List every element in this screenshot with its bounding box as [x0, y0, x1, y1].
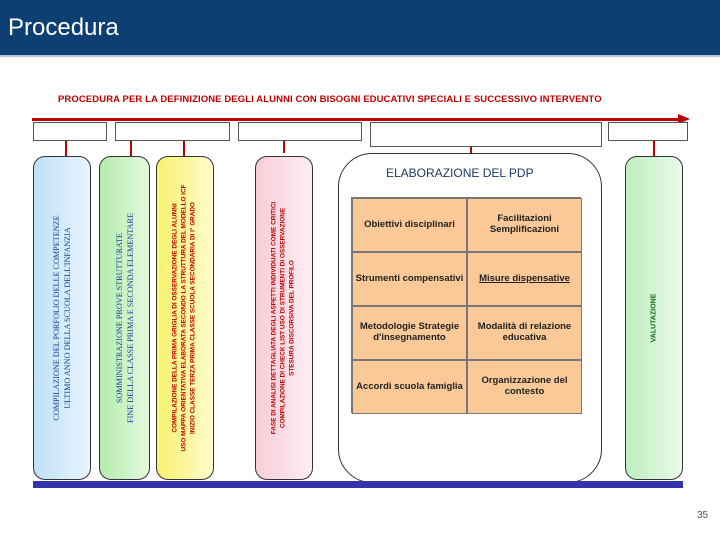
stage-column-structured-tests: SOMMINISTRAZIONE PROVE STRUTTURATE FINE … — [99, 156, 150, 480]
column-text-line: STESURA DISCORSIVA DEL PROFILO — [288, 260, 296, 376]
diagram-title: PROCEDURA PER LA DEFINIZIONE DEGLI ALUNN… — [58, 94, 602, 105]
column-text-line: COMPILAZIONE DEL PORFOLIO DELLE COMPETEN… — [51, 215, 61, 421]
connector-tick — [130, 141, 132, 156]
slide-title: Procedura — [8, 14, 119, 41]
stage-column-infancy: COMPILAZIONE DEL PORFOLIO DELLE COMPETEN… — [33, 156, 91, 480]
pdp-cell: Strumenti compensativi — [352, 252, 467, 306]
timeline-box-3 — [238, 122, 362, 141]
column-text-line: ULTIMO ANNO DELLA SCUOLA DELL'INFANZIA — [63, 227, 72, 409]
stage-column-detailed-analysis: FASE DI ANALISI DETTAGLIATA DEGLI ASPETT… — [255, 156, 313, 480]
connector-tick — [183, 141, 185, 156]
slide-header: Procedura — [0, 0, 720, 55]
column-text-line: VALUTAZIONE — [650, 293, 658, 343]
connector-tick — [283, 141, 285, 153]
timeline-arrow-line — [32, 118, 680, 121]
column-text-line: INIZIO CLASSE TERZA PRIMA CLASSE SCUOLA … — [189, 201, 197, 435]
pdp-cell-text: Misure dispensative — [479, 272, 570, 284]
pdp-cell-text: Strumenti compensativi — [355, 272, 464, 284]
base-bar — [33, 481, 683, 488]
column-text-line: USO MAPPA ORIENTATIVA ELABORATA SECONDO … — [180, 184, 188, 452]
pdp-grid: Obiettivi disciplinari Facilitazioni Sem… — [351, 197, 582, 414]
timeline-box-4 — [370, 122, 602, 147]
column-text-line: SOMMINISTRAZIONE PROVE STRUTTURATE — [114, 232, 124, 404]
connector-tick — [653, 141, 655, 156]
pdp-cell: Accordi scuola famiglia — [352, 360, 467, 414]
timeline-box-5 — [608, 122, 688, 141]
column-text-line: COMPILAZIONE DELLA PRIMA GRIGLIA DI OSSE… — [171, 203, 179, 433]
timeline-box-2 — [115, 122, 230, 141]
column-text-line: FASE DI ANALISI DETTAGLIATA DEGLI ASPETT… — [270, 201, 278, 435]
column-text-line: COMPILAZIONE DI CHECK LIST USO DI STRUME… — [279, 207, 287, 429]
pdp-cell: Metodologie Strategie d'insegnamento — [352, 306, 467, 360]
pdp-cell: Organizzazione del contesto — [467, 360, 582, 414]
pdp-cell: Facilitazioni Semplificazioni — [467, 198, 582, 252]
stage-column-observation-grid: COMPILAZIONE DELLA PRIMA GRIGLIA DI OSSE… — [156, 156, 214, 480]
column-text-line: FINE DELLA CLASSE PRIMA E SECONDA ELEMEN… — [125, 213, 135, 423]
pdp-cell: Misure dispensative — [467, 252, 582, 306]
pdp-cell: Obiettivi disciplinari — [352, 198, 467, 252]
connector-tick — [65, 141, 67, 156]
pdp-cell: Modalità di relazione educativa — [467, 306, 582, 360]
connector-tick — [470, 147, 472, 153]
page-number: 35 — [697, 510, 709, 521]
timeline-box-1 — [33, 122, 107, 141]
header-divider — [0, 55, 720, 57]
stage-column-evaluation: VALUTAZIONE — [625, 156, 683, 480]
pdp-title: ELABORAZIONE DEL PDP — [386, 166, 534, 180]
timeline-arrow-head — [678, 114, 690, 124]
